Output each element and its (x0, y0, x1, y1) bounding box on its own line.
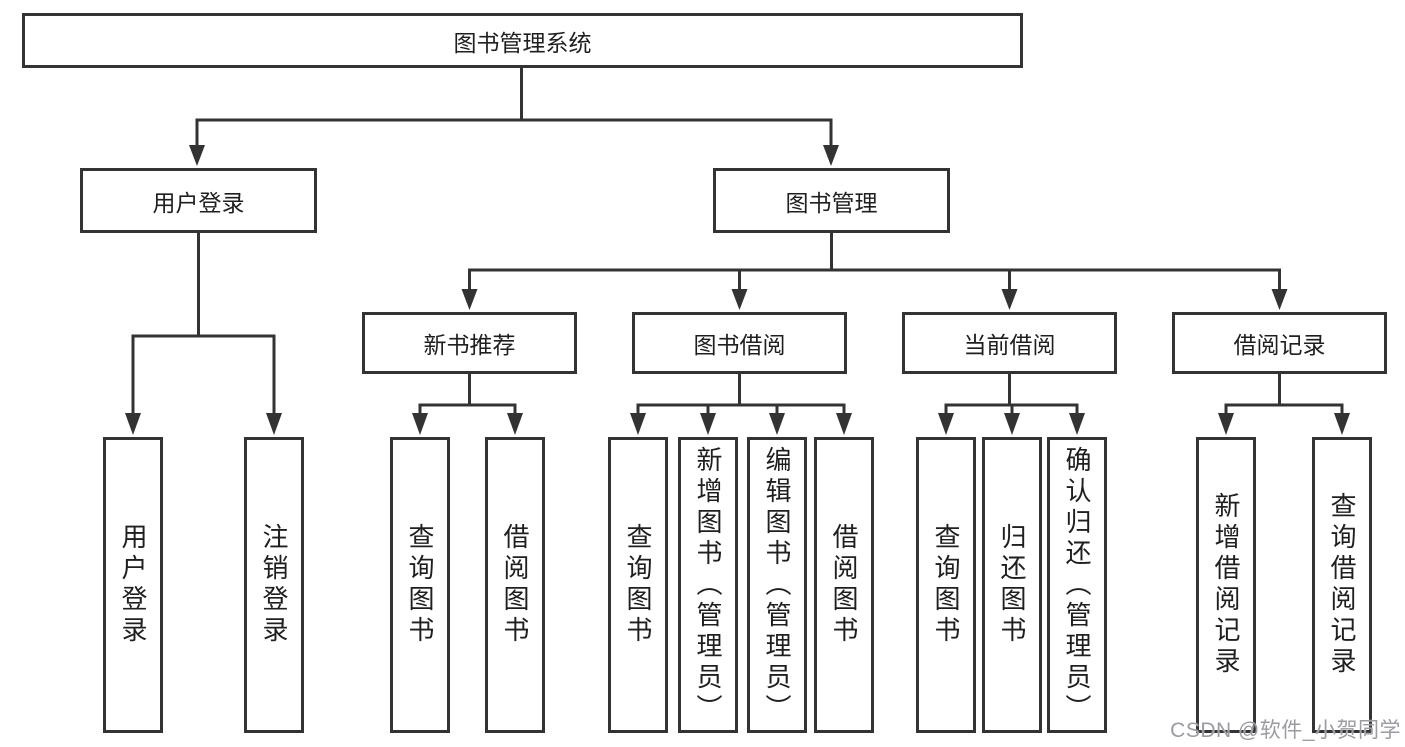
leaf-label: 注销登录 (259, 523, 289, 647)
leaf-label: 借阅图书 (500, 523, 530, 647)
leaf-label: 归还图书 (997, 523, 1027, 647)
leaf-label: 用户登录 (118, 523, 148, 647)
leaf-label: 查询图书 (405, 523, 435, 647)
node-label: 图书管理系统 (453, 29, 592, 56)
node-new-book-recommend: 新书推荐 (362, 312, 577, 374)
leaf-label: 查询图书 (931, 523, 961, 647)
leaf-label: 查询借阅记录 (1327, 492, 1357, 678)
leaf-borrowing-borrow-books: 借阅图书 (814, 437, 874, 733)
csdn-watermark: CSDN @软件_小贺同学 (1170, 719, 1401, 742)
leaf-label: 确认归还（管理员） (1062, 445, 1092, 725)
node-label: 新书推荐 (423, 332, 516, 358)
node-label: 图书管理 (785, 189, 878, 216)
leaf-edit-books-admin: 编辑图书（管理员） (747, 437, 807, 733)
leaf-borrowing-query-books: 查询图书 (608, 437, 668, 733)
leaf-add-borrow-record: 新增借阅记录 (1196, 437, 1256, 733)
leaf-logout: 注销登录 (244, 437, 304, 733)
node-label: 借阅记录 (1233, 332, 1326, 358)
node-user-login: 用户登录 (80, 168, 317, 233)
leaf-add-books-admin: 新增图书（管理员） (678, 437, 738, 733)
arrowheads (125, 145, 1350, 435)
node-label: 图书借阅 (693, 332, 786, 358)
leaf-user-login: 用户登录 (103, 437, 163, 733)
leaf-current-query-books: 查询图书 (916, 437, 976, 733)
node-label: 用户登录 (152, 189, 245, 216)
leaf-label: 新增图书（管理员） (693, 445, 723, 725)
leaf-query-borrow-record: 查询借阅记录 (1312, 437, 1372, 733)
leaf-label: 借阅图书 (829, 523, 859, 647)
node-current-borrowing: 当前借阅 (902, 312, 1117, 374)
node-borrowing-records: 借阅记录 (1172, 312, 1387, 374)
node-book-borrowing: 图书借阅 (632, 312, 847, 374)
node-library-system: 图书管理系统 (22, 13, 1023, 68)
leaf-label: 编辑图书（管理员） (762, 445, 792, 725)
node-label: 当前借阅 (963, 332, 1056, 358)
leaf-confirm-return-admin: 确认归还（管理员） (1047, 437, 1107, 733)
leaf-return-books: 归还图书 (982, 437, 1042, 733)
leaf-recommend-query-books: 查询图书 (390, 437, 450, 733)
leaf-label: 查询图书 (623, 523, 653, 647)
node-book-management: 图书管理 (713, 168, 950, 233)
leaf-recommend-borrow-books: 借阅图书 (485, 437, 545, 733)
leaf-label: 新增借阅记录 (1211, 492, 1241, 678)
